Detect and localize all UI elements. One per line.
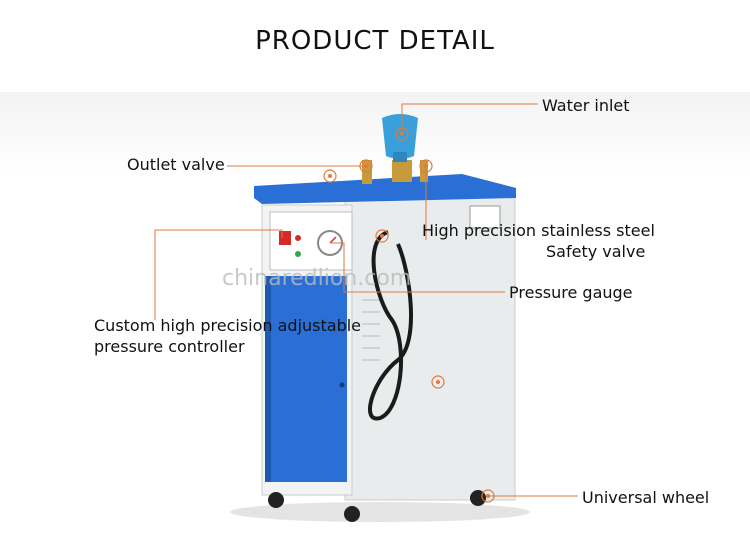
callout-pressure-gauge [330,242,505,293]
floor-shadow [230,502,530,522]
label-controller-line1: Custom high precision adjustable [94,316,362,335]
callout-markers [323,127,495,503]
label-controller-line2: pressure controller [94,337,245,356]
label-safety-valve-line1: High precision stainless steel [422,221,655,240]
label-safety-valve-line2: Safety valve [546,242,646,261]
indicator-light-green [295,251,301,257]
callout-lines [154,103,578,497]
door-latch [339,382,345,388]
inlet-pipe [392,160,412,182]
watermark: chinaredlion.com [222,266,412,291]
marker-centers [328,132,490,498]
nameplate [469,205,501,229]
safety-valve-fitting [420,160,428,182]
callout-controller [154,229,283,320]
steam-hose [368,230,414,421]
page-title: PRODUCT DETAIL [255,26,495,56]
cabinet-blue-door [265,276,347,482]
cabinet-top-lid [254,174,516,204]
vent-slots [362,299,380,361]
indicator-light-red [295,235,301,241]
cabinet-side [344,189,516,501]
power-switch [279,231,291,245]
callout-water-inlet [401,103,538,134]
label-outlet-valve: Outlet valve [127,155,225,174]
water-tank [382,114,418,159]
label-pressure-gauge: Pressure gauge [509,283,633,302]
label-water-inlet: Water inlet [542,96,630,115]
label-universal-wheel: Universal wheel [582,488,710,507]
